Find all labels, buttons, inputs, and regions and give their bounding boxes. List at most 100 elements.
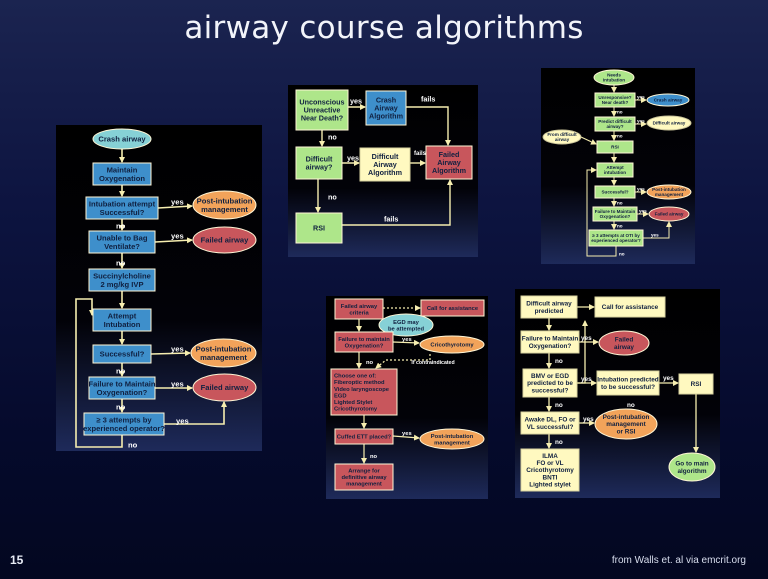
main-node-diff: Difficult airway [653,121,686,126]
difficult-label-no: no [555,358,563,365]
crash-connector [164,401,227,425]
crash-label-yes: yes [171,345,184,354]
difficult-node-rsi: RSI [691,381,702,388]
failed-node-call-shape [420,299,485,317]
crash-label-no: no [116,259,126,268]
difficult-label-yes: yes [581,376,592,383]
crash-label-no: no [128,441,138,450]
main-label-yes: yes [637,187,645,192]
difficult-node-main-shape [668,452,716,482]
overview-label-no: no [328,193,337,202]
main-node-succ-shape [594,185,636,199]
failed-connector [392,434,420,441]
overview-label-yes: yes [347,154,359,163]
main-node-rsi: RSI [611,145,619,150]
difficult-node-awake-shape [520,411,580,435]
overview-label-fails: fails [414,151,427,157]
main-connector [586,167,617,257]
slide-title: airway course algorithms [184,10,584,46]
crash-label-no: no [116,222,126,231]
crash-connector [75,298,123,448]
failed-node-crit-shape [334,298,384,320]
difficult-node-bmv-shape [522,368,578,398]
main-node-needs-shape [593,69,635,86]
crash-node-ftmo-shape [88,376,156,400]
crash-connector [157,203,193,210]
overview-connector [406,106,451,146]
overview-node-crash-shape [365,90,407,126]
main-label-yes: yes [637,95,645,100]
slide-number: 15 [10,553,24,567]
difficult-label-yes: yes [581,335,592,342]
failed-connector [375,354,431,369]
overview-label-yes: yes [350,97,362,106]
main-node-post-shape [646,184,692,200]
overview-node-rsi-shape [295,212,343,244]
overview-label-fails: fails [421,95,435,104]
failed-node-choose-shape [330,368,398,416]
main-label-no: no [617,110,623,115]
difficult-label-no: no [627,402,635,409]
main-node-ftmo-shape [592,206,638,222]
main-node-from-shape [542,129,582,145]
overview-label-fails: fails [384,215,398,224]
difficult-node-ilma-shape [520,448,580,492]
failed-node-egd-shape [378,313,434,337]
overview-node-uncon-shape [295,89,349,131]
failed-node-ftmo-shape [334,331,394,353]
failed-node-arrange-shape [334,463,394,491]
overview-node-dalgo-shape [359,147,411,182]
crash-node-succ: Successful? [100,350,145,359]
failed-node-cuffed: Cuffed ETT placed? [337,435,392,441]
overview-node-failed-shape [425,145,473,180]
overview-label-no: no [328,133,337,142]
crash-label-no: no [116,367,126,376]
failed-node-cuffed-shape [334,428,394,445]
failed-label-yes: yes [402,337,412,343]
crash-node-failed2-shape [192,373,257,402]
main-label-no: no [617,201,623,206]
crash-node-failed2: Failed airway [201,383,249,392]
main-node-crash: Crash airway [654,98,683,103]
crash-label-yes: yes [176,417,189,426]
crash-node-failed1: Failed airway [201,236,249,245]
main-node-diff-shape [646,115,692,131]
crash-node-failed1-shape [192,226,257,254]
main-node-rsi-shape [596,140,634,154]
crash-label-yes: yes [171,198,184,207]
difficult-node-call: Call for assistance [602,304,659,311]
difficult-node-rsi-shape [678,373,714,395]
difficult-label-no: no [555,439,563,446]
difficult-label-yes: yes [583,416,594,423]
failed-node-crico: Cricothyrotomy [430,343,474,349]
main-node-unresp: Unresponsive?Near death? [598,95,631,105]
main-label-no: no [617,134,623,139]
crash-node-sux-shape [88,268,156,292]
difficult-node-intpred-shape [596,370,660,396]
source-credit: from Walls et. al via emcrit.org [611,555,746,566]
main-label-yes: yes [639,209,647,214]
main-node-failed-shape [648,206,690,222]
main-label-yes: yes [637,119,645,124]
